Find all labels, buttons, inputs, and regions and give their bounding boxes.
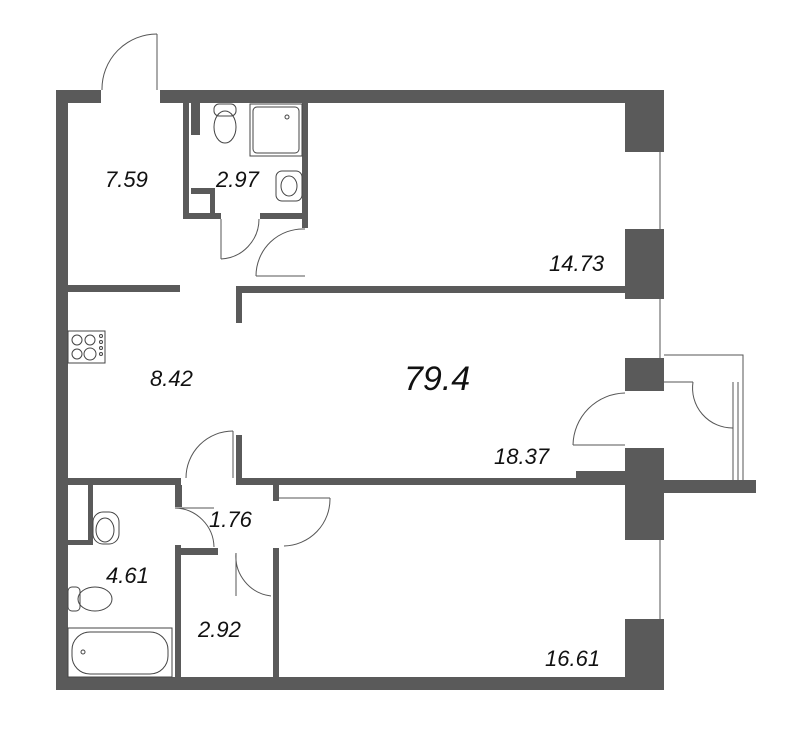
bathtub-icon	[67, 627, 173, 678]
room-area-corridor: 1.76	[209, 507, 252, 532]
room-area-bedroom-bottom: 16.61	[545, 646, 601, 671]
sink-icon	[275, 170, 303, 202]
fixtures	[67, 103, 303, 678]
room-area-storage: 2.92	[198, 617, 241, 642]
doors	[101, 33, 744, 619]
room-area-bathroom-bottom: 4.61	[106, 563, 149, 588]
walls	[56, 90, 756, 690]
room-area-bathroom-top: 2.97	[216, 167, 259, 192]
room-area-kitchen: 8.42	[150, 366, 193, 391]
toilet-icon	[67, 586, 113, 612]
room-area-living-room: 18.37	[494, 444, 550, 469]
sink-icon	[92, 511, 120, 545]
room-area-bedroom-top: 14.73	[549, 251, 605, 276]
total-area: 79.4	[404, 360, 471, 398]
toilet-icon	[213, 103, 237, 144]
stove-icon	[67, 330, 106, 364]
room-area-hallway: 7.59	[105, 167, 148, 192]
shower-icon	[249, 103, 303, 157]
